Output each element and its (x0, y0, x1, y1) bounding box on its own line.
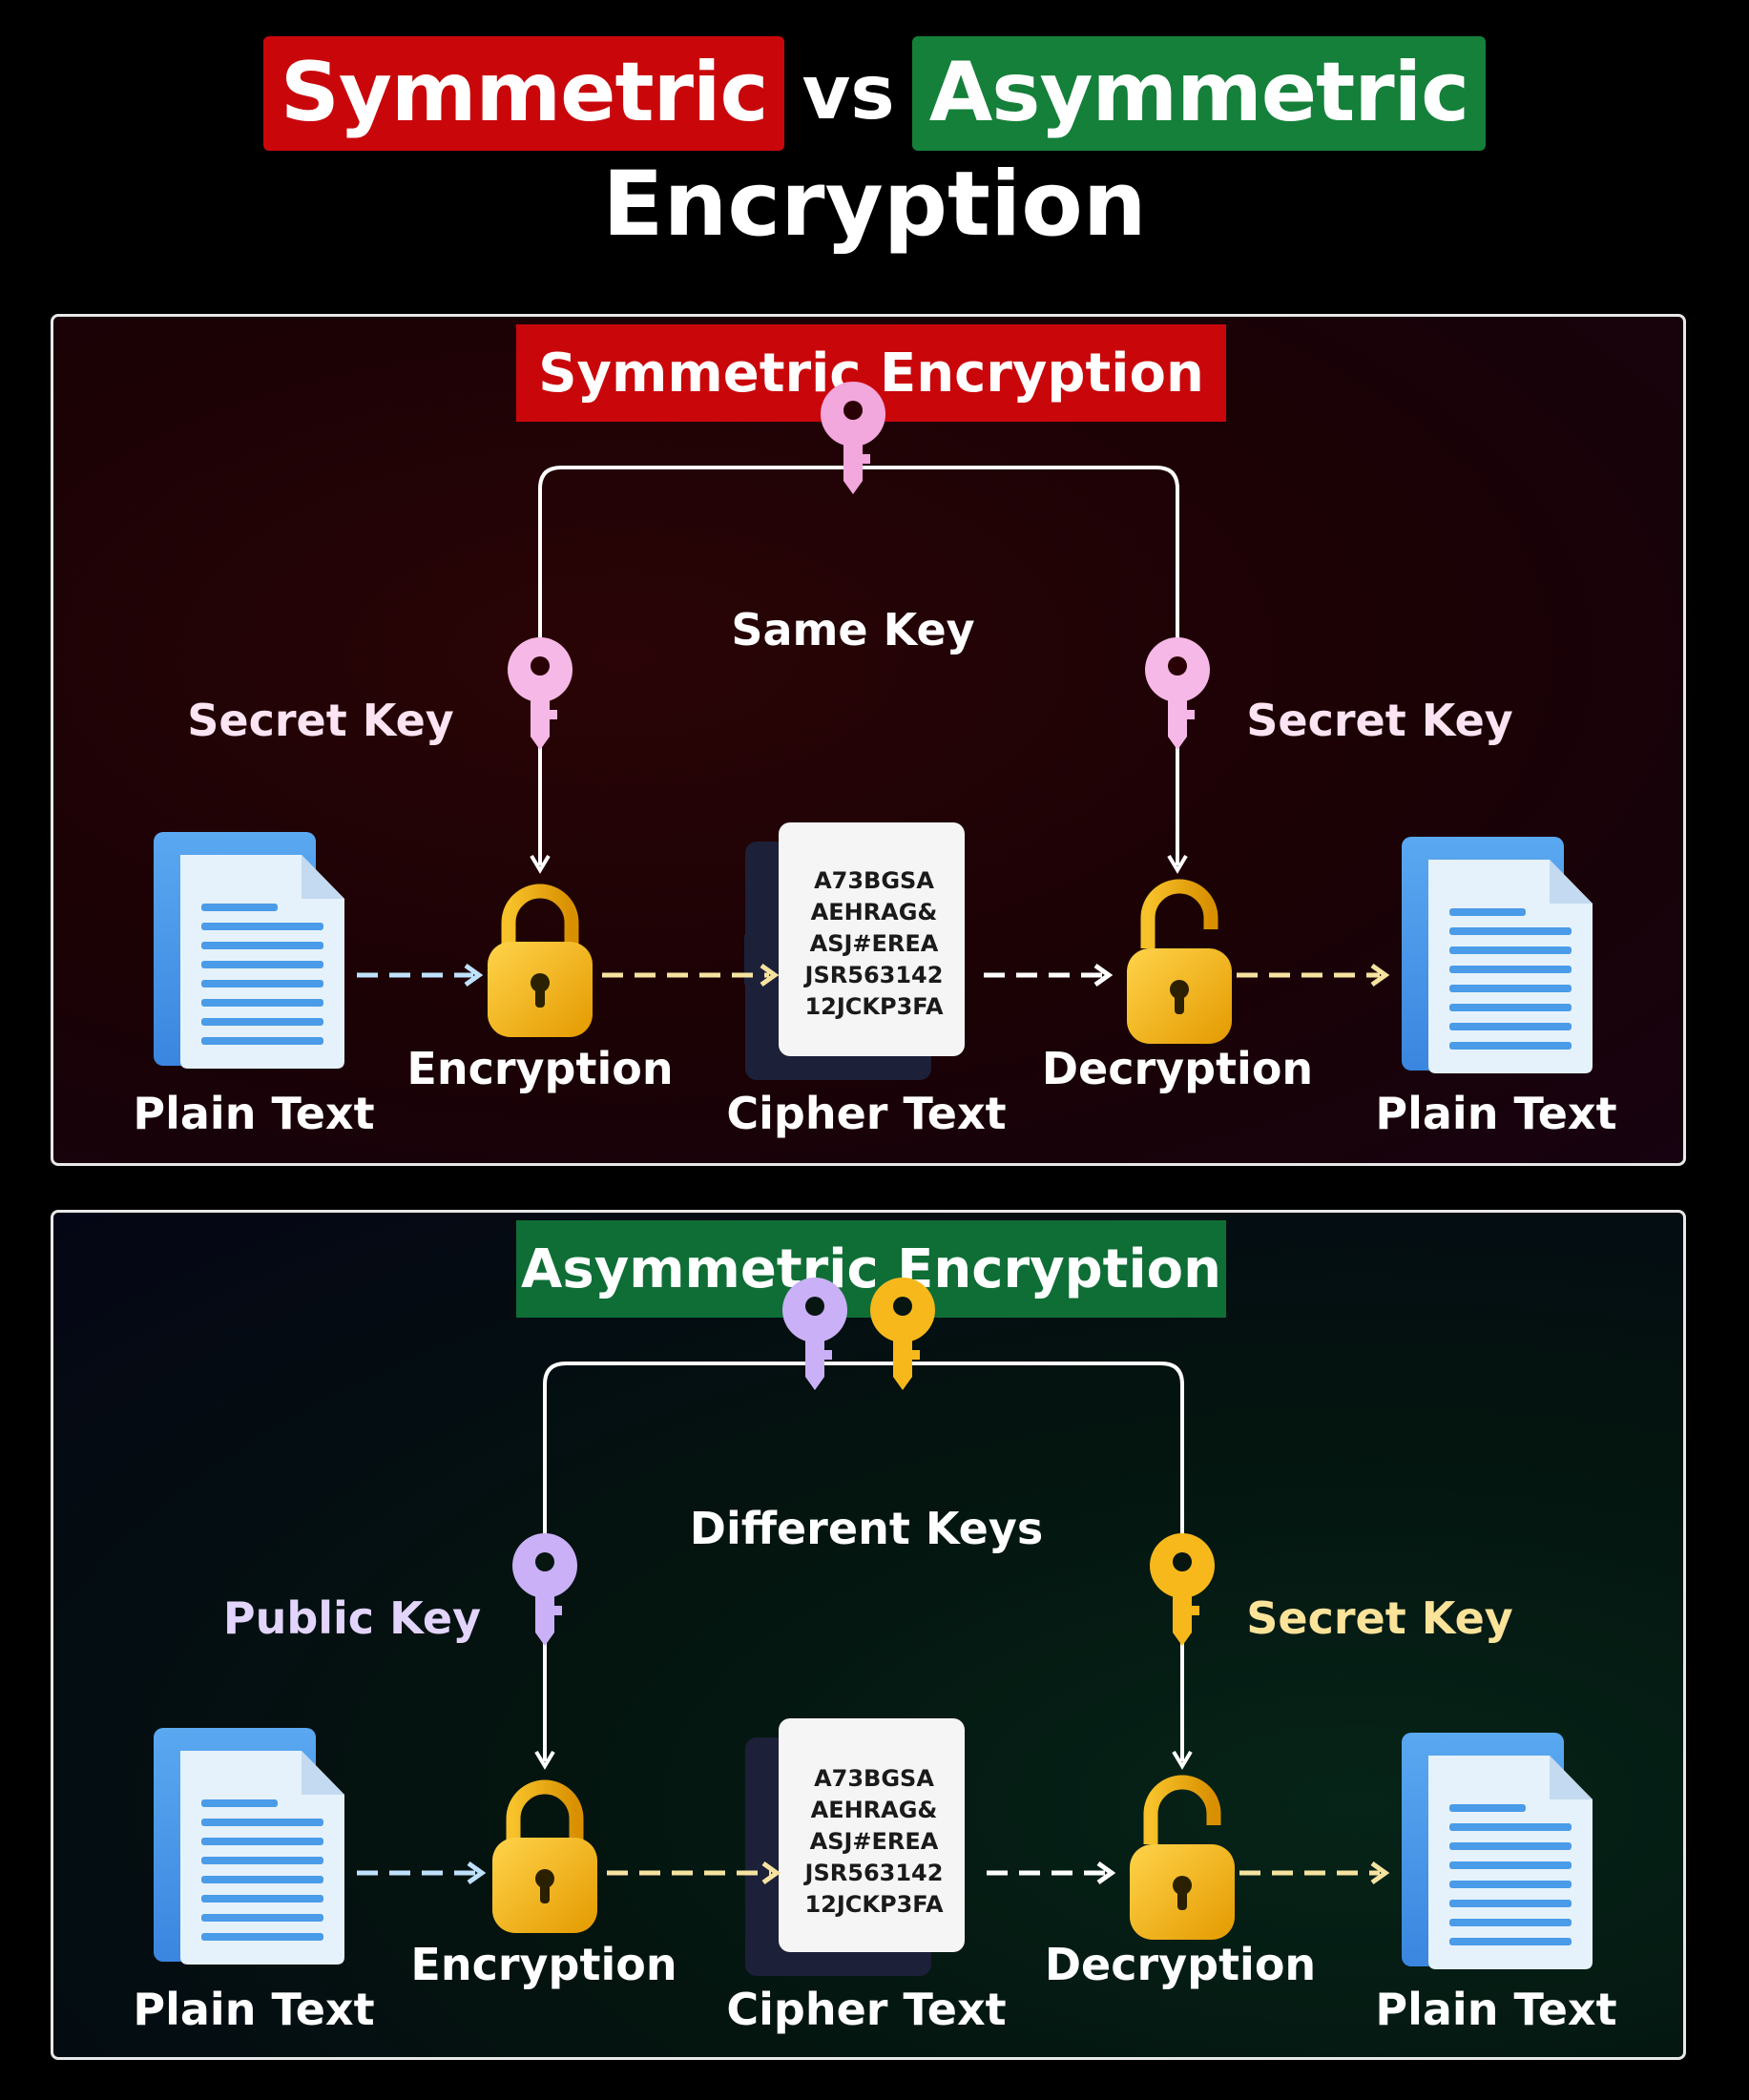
secret-key-top-icon (870, 1278, 935, 1390)
cipher-line: A73BGSA (814, 1765, 934, 1792)
decryption-lock-icon (1127, 886, 1232, 1044)
cipher-line: AEHRAG& (810, 1797, 938, 1823)
cipher-line: ASJ#EREA (809, 1828, 939, 1855)
decryption-label: Decryption (1041, 1043, 1314, 1094)
cipher-text-block: A73BGSA AEHRAG& ASJ#EREA JSR563142 12JCK… (783, 1763, 965, 1921)
cipher-line: 12JCKP3FA (804, 1891, 944, 1918)
encryption-lock-icon (488, 891, 593, 1037)
cipher-line: 12JCKP3FA (804, 993, 944, 1020)
title-encryption: Encryption (602, 153, 1147, 257)
asymmetric-diagram (154, 1278, 1593, 1976)
symmetric-diagram (154, 382, 1593, 1080)
plain-text-right-label: Plain Text (1375, 1088, 1617, 1139)
plain-text-left-label: Plain Text (133, 1984, 375, 2035)
main-title: Symmetric vs Asymmetric (0, 36, 1749, 151)
secret-key-left-icon (508, 637, 573, 750)
arrow-to-decryption-lock (1172, 1750, 1193, 1770)
secret-key-right-icon (1145, 637, 1210, 750)
cipher-line: JSR563142 (804, 962, 944, 988)
arrow-to-encryption-lock (530, 854, 551, 874)
plain-text-left-label: Plain Text (133, 1088, 375, 1139)
plain-text-right-doc-icon (1402, 1733, 1593, 1969)
public-key-label: Public Key (222, 1592, 482, 1644)
encryption-label: Encryption (406, 1043, 674, 1094)
decryption-label: Decryption (1044, 1939, 1317, 1990)
decryption-lock-icon (1130, 1782, 1235, 1940)
cipher-text-label: Cipher Text (726, 1984, 1007, 2035)
different-keys-label: Different Keys (689, 1503, 1044, 1554)
title-vs: vs (802, 51, 895, 136)
plain-text-right-label: Plain Text (1375, 1984, 1617, 2035)
cipher-line: A73BGSA (814, 867, 934, 894)
cipher-line: ASJ#EREA (809, 930, 939, 957)
cipher-line: AEHRAG& (810, 899, 938, 925)
cipher-text-block: A73BGSA AEHRAG& ASJ#EREA JSR563142 12JCK… (783, 865, 965, 1023)
asymmetric-heading: Asymmetric Encryption (516, 1220, 1226, 1318)
encryption-lock-icon (492, 1787, 597, 1933)
cipher-line: JSR563142 (804, 1860, 944, 1886)
public-key-left-icon (512, 1533, 577, 1646)
public-key-top-icon (782, 1278, 847, 1390)
symmetric-heading: Symmetric Encryption (516, 324, 1226, 422)
cipher-card (779, 822, 965, 1056)
secret-key-label: Secret Key (1246, 1592, 1513, 1644)
symmetric-key-connector (538, 466, 1179, 865)
plain-text-left-doc-icon (154, 1728, 344, 1965)
same-key-icon (821, 382, 885, 494)
plain-text-right-doc-icon (1402, 837, 1593, 1073)
arrow-to-decryption-lock (1167, 854, 1188, 874)
secret-key-right-icon (1150, 1533, 1215, 1646)
cipher-text-label: Cipher Text (726, 1088, 1007, 1139)
asymmetric-key-connector (543, 1362, 1184, 1761)
arrow-to-encryption-lock (534, 1750, 555, 1770)
secret-key-left-label: Secret Key (187, 695, 454, 746)
same-key-label: Same Key (731, 604, 975, 655)
secret-key-right-label: Secret Key (1246, 695, 1513, 746)
plain-text-left-doc-icon (154, 832, 344, 1069)
asymmetric-panel: Asymmetric Encryption (51, 1210, 1686, 2060)
title-asymmetric: Asymmetric (911, 36, 1487, 151)
symmetric-panel: Symmetric Encryption (51, 314, 1686, 1166)
title-symmetric: Symmetric (262, 36, 785, 151)
encryption-label: Encryption (410, 1939, 677, 1990)
cipher-card (779, 1718, 965, 1952)
